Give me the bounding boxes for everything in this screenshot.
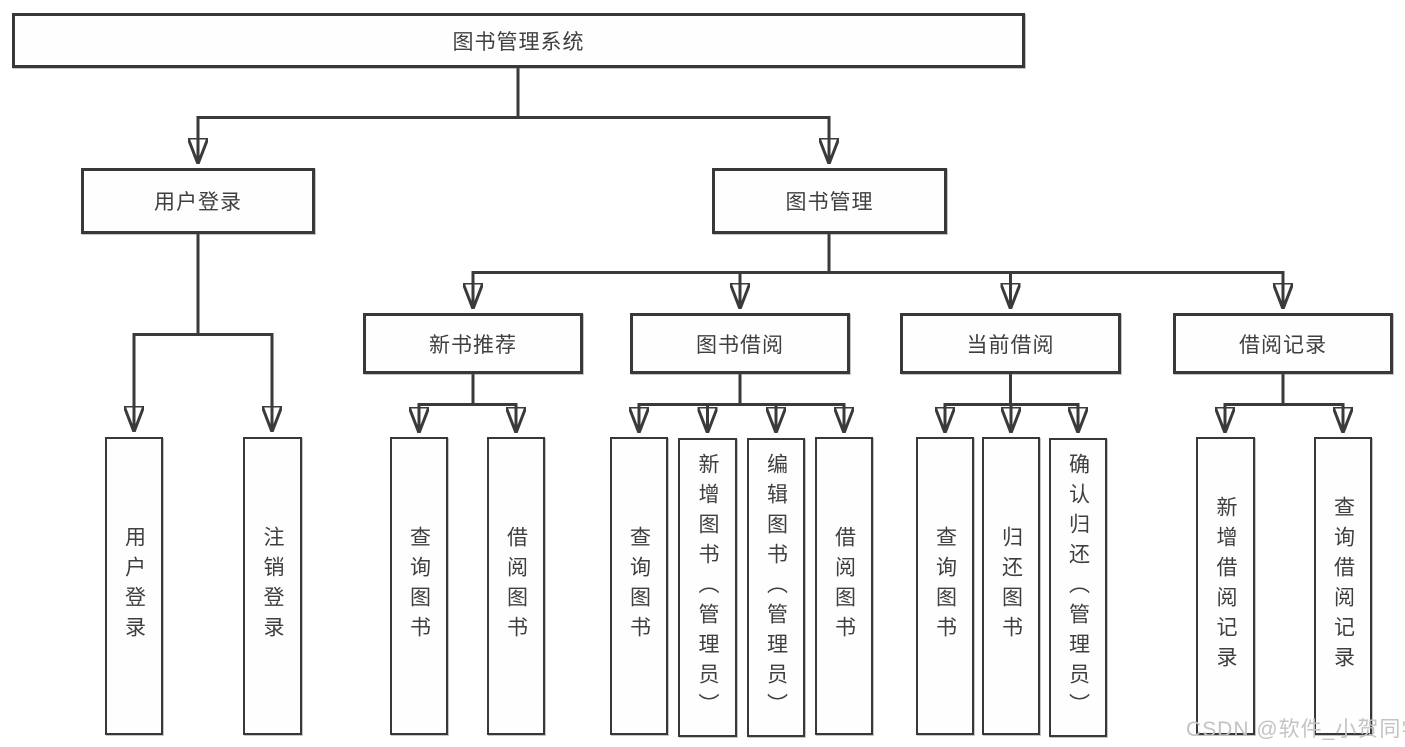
leaf-label: 查询图书 — [627, 526, 651, 646]
leaf-query-borrow-record: 查询借阅记录 — [1314, 437, 1372, 735]
node-library-system: 图书管理系统 — [12, 13, 1025, 68]
leaf-label: 新增借阅记录 — [1214, 496, 1237, 676]
node-label: 图书管理 — [785, 191, 874, 214]
node-label: 当前借阅 — [966, 333, 1055, 357]
node-label: 图书管理系统 — [452, 30, 585, 54]
node-new-book-recommendation: 新书推荐 — [363, 313, 583, 374]
leaf-edit-books-admin: 编辑图书（管理员） — [747, 438, 805, 737]
node-book-mgmt: 图书管理 — [712, 168, 947, 234]
leaf-user-login: 用户登录 — [105, 437, 163, 735]
node-borrowing-records: 借阅记录 — [1173, 313, 1393, 374]
node-label: 图书借阅 — [696, 333, 784, 357]
leaf-confirm-return-admin: 确认归还（管理员） — [1049, 438, 1107, 737]
leaf-query-books-recommend: 查询图书 — [390, 437, 448, 735]
leaf-label: 注销登录 — [261, 526, 284, 646]
leaf-label: 用户登录 — [122, 526, 146, 646]
node-label: 用户登录 — [154, 191, 242, 214]
leaf-add-books-admin: 新增图书（管理员） — [678, 438, 737, 737]
leaf-label: 新增图书（管理员） — [696, 452, 719, 723]
leaf-label: 借阅图书 — [832, 526, 856, 646]
node-current-borrowing: 当前借阅 — [900, 313, 1121, 374]
leaf-add-borrow-record: 新增借阅记录 — [1196, 437, 1255, 735]
leaf-query-books-borrowing: 查询图书 — [610, 437, 668, 735]
leaf-label: 确认归还（管理员） — [1066, 452, 1090, 723]
leaf-label: 借阅图书 — [504, 526, 528, 646]
leaf-label: 归还图书 — [999, 526, 1023, 646]
leaf-label: 编辑图书（管理员） — [764, 452, 788, 723]
node-user-login: 用户登录 — [81, 168, 315, 234]
leaf-label: 查询借阅记录 — [1331, 496, 1355, 676]
node-book-borrowing: 图书借阅 — [630, 313, 850, 374]
leaf-borrow-books-recommend: 借阅图书 — [487, 437, 545, 735]
leaf-borrow-books-borrowing: 借阅图书 — [815, 437, 873, 735]
leaf-logout: 注销登录 — [243, 437, 302, 735]
watermark-text: CSDN @软件_小贺同学 — [1186, 718, 1405, 741]
leaf-label: 查询图书 — [933, 526, 957, 646]
leaf-return-books: 归还图书 — [982, 437, 1040, 735]
leaf-query-books-current: 查询图书 — [916, 437, 974, 735]
leaf-label: 查询图书 — [407, 526, 431, 646]
node-label: 新书推荐 — [429, 333, 517, 357]
node-label: 借阅记录 — [1239, 333, 1327, 357]
